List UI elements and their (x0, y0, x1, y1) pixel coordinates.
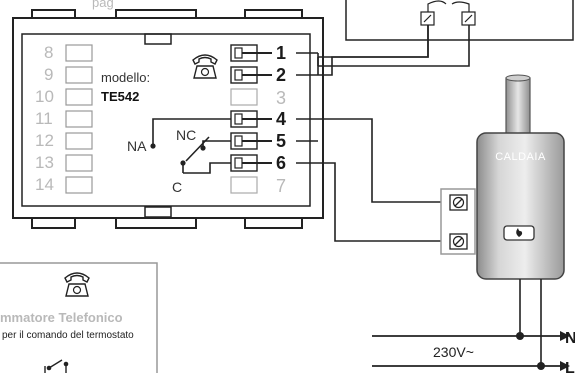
terminal-number: 5 (276, 131, 286, 151)
switch-contact-icon (44, 359, 69, 373)
model-label: modello: (101, 70, 150, 85)
te542-module: 8 9 10 11 12 13 14 modello: TE542 (12, 9, 324, 229)
terminal-slot (65, 66, 93, 84)
terminal-slot (65, 44, 93, 62)
left-number: 8 (44, 43, 53, 62)
terminal-number: 1 (276, 43, 286, 63)
terminal-slot (65, 132, 93, 150)
flue-pipe (505, 77, 531, 137)
switch-contact-icon: NA NC C (127, 118, 231, 195)
boiler-label: CALDAIA (495, 151, 546, 163)
right-terminal-column: 1 2 3 4 5 6 7 (230, 43, 286, 196)
telephone-icon (192, 54, 218, 79)
terminal-number: 7 (276, 176, 286, 196)
legend-subtitle: per il comando del termostato (2, 330, 134, 341)
boiler-terminal-block (440, 188, 476, 255)
boiler: CALDAIA (476, 74, 565, 280)
left-number: 9 (44, 65, 53, 84)
terminal-3 (230, 88, 258, 106)
mains-live-label: L (565, 360, 575, 373)
contact-c-label: C (172, 179, 182, 195)
left-number: 13 (35, 153, 54, 172)
terminal-slot (65, 88, 93, 106)
legend-box: mmatore Telefonico per il comando del te… (0, 262, 158, 373)
terminal-number: 3 (276, 88, 286, 108)
left-number: 11 (35, 109, 53, 128)
terminal-slot (65, 176, 93, 194)
legend-title: mmatore Telefonico (0, 310, 123, 325)
terminal-slot (65, 154, 93, 172)
bottom-latch (144, 206, 172, 218)
mains-neutral-label: N (565, 330, 575, 347)
contact-na-label: NA (127, 138, 147, 154)
wire-terminal-4 (318, 118, 448, 203)
terminal-slot (65, 110, 93, 128)
top-latch (144, 33, 172, 45)
left-number: 14 (35, 175, 54, 194)
wire-terminal-6 (318, 162, 448, 242)
terminal-number: 6 (276, 153, 286, 173)
left-number: 10 (35, 87, 54, 106)
left-terminal-column: 8 9 10 11 12 13 14 (35, 43, 93, 194)
terminal-number: 4 (276, 109, 286, 129)
mains-voltage: 230V~ (433, 344, 474, 360)
model-code: TE542 (101, 89, 139, 104)
mains-supply: 230V~ N L (372, 330, 575, 373)
contact-nc-label: NC (176, 127, 196, 143)
terminal-number: 2 (276, 65, 286, 85)
top-text-fragment: pag (92, 0, 114, 10)
thermostat-box (345, 0, 574, 41)
left-number: 12 (35, 131, 54, 150)
telephone-icon (64, 272, 90, 297)
flame-icon (516, 228, 523, 237)
terminal-7 (230, 176, 258, 194)
